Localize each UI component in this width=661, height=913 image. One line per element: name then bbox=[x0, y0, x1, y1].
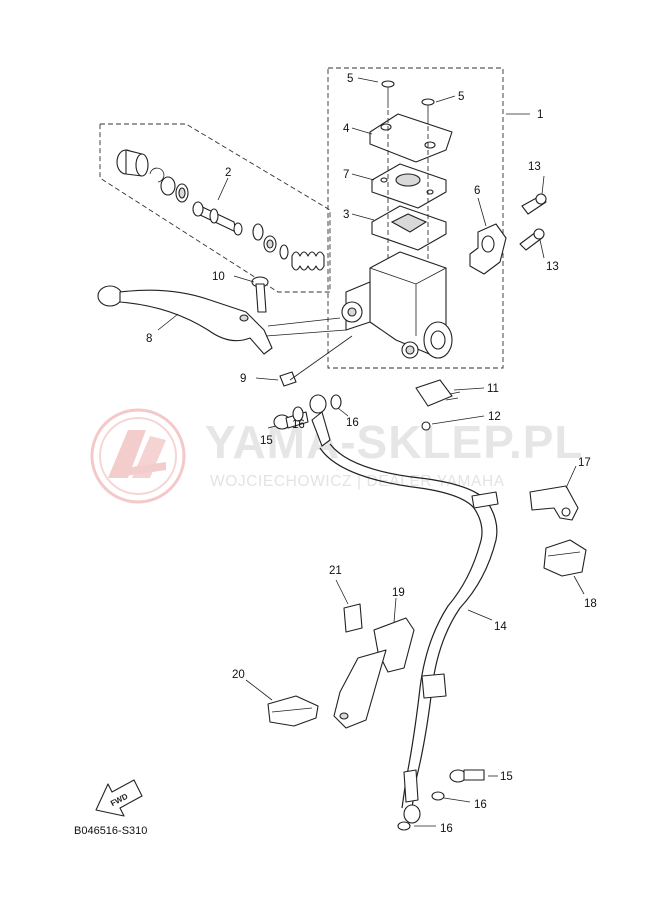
watermark-logo-icon bbox=[90, 408, 186, 504]
callout-4: 4 bbox=[343, 123, 350, 135]
pivot-nut bbox=[279, 371, 297, 387]
mirror-holder bbox=[469, 223, 507, 275]
callout-5-right: 5 bbox=[458, 91, 464, 103]
diagram-code: B046516-S310 bbox=[74, 825, 147, 837]
fwd-arrow-icon: FWD bbox=[95, 779, 143, 817]
lever-link-lines bbox=[265, 317, 353, 381]
washer-lower-a bbox=[431, 791, 445, 801]
cap-screw-left bbox=[381, 80, 395, 108]
callout-15-lower: 15 bbox=[500, 771, 513, 783]
callout-16-lower-right: 16 bbox=[474, 799, 487, 811]
washer-upper-b bbox=[330, 394, 342, 410]
switch-screw bbox=[421, 421, 431, 431]
cap-screw-right bbox=[421, 98, 435, 124]
holder-bolt-upper bbox=[521, 193, 547, 215]
master-cylinder-assembly-box bbox=[327, 67, 504, 369]
master-cylinder-body bbox=[341, 251, 453, 359]
callout-13-lower: 13 bbox=[546, 261, 559, 273]
callout-10: 10 bbox=[212, 271, 225, 283]
watermark: YAMA-SKLEP.PL WOJCIECHOWICZ | DEALER YAM… bbox=[90, 408, 584, 504]
callout-14: 14 bbox=[494, 621, 507, 633]
hose-guide-17 bbox=[529, 485, 579, 521]
holder-bolt-lower bbox=[519, 228, 545, 251]
leader-lines bbox=[157, 77, 585, 827]
leader-2 bbox=[217, 177, 229, 201]
callout-2: 2 bbox=[225, 167, 231, 179]
diaphragm bbox=[371, 205, 447, 251]
callout-1: 1 bbox=[537, 109, 543, 121]
callout-20: 20 bbox=[232, 669, 245, 681]
callout-6: 6 bbox=[474, 185, 480, 197]
watermark-main-text: YAMA-SKLEP.PL bbox=[205, 416, 584, 468]
callout-19: 19 bbox=[392, 587, 405, 599]
callout-12: 12 bbox=[488, 411, 501, 423]
callout-5-left: 5 bbox=[347, 73, 353, 85]
union-bolt-lower bbox=[449, 769, 485, 783]
callout-11: 11 bbox=[487, 383, 499, 395]
diaphragm-holder bbox=[371, 163, 447, 209]
washer-upper-a bbox=[292, 406, 304, 422]
hose-clamp-18 bbox=[543, 539, 587, 577]
reservoir-cap bbox=[369, 113, 453, 163]
callout-16-lower-left: 16 bbox=[440, 823, 453, 835]
callout-13-upper: 13 bbox=[528, 161, 541, 173]
callout-15-upper: 15 bbox=[260, 435, 273, 447]
brake-light-switch bbox=[415, 379, 461, 407]
callout-7: 7 bbox=[343, 169, 349, 181]
callout-18: 18 bbox=[584, 598, 597, 610]
callout-9: 9 bbox=[240, 373, 246, 385]
callout-21: 21 bbox=[329, 565, 342, 577]
brake-hose bbox=[309, 394, 499, 824]
hose-clamp-20 bbox=[267, 695, 319, 727]
watermark-sub-text: WOJCIECHOWICZ | DEALER YAMAHA bbox=[210, 473, 505, 490]
cushion-21 bbox=[343, 603, 363, 633]
piston-kit bbox=[116, 149, 325, 271]
callout-3: 3 bbox=[343, 209, 349, 221]
washer-lower-b bbox=[397, 821, 411, 831]
brake-lever bbox=[97, 285, 273, 355]
callout-17: 17 bbox=[578, 457, 591, 469]
hose-holder-19 bbox=[333, 617, 415, 729]
callout-16-upper-right: 16 bbox=[346, 417, 359, 429]
callout-8: 8 bbox=[146, 333, 152, 345]
lever-pivot-bolt bbox=[251, 276, 269, 313]
callout-16-upper-left: 16 bbox=[292, 419, 305, 431]
